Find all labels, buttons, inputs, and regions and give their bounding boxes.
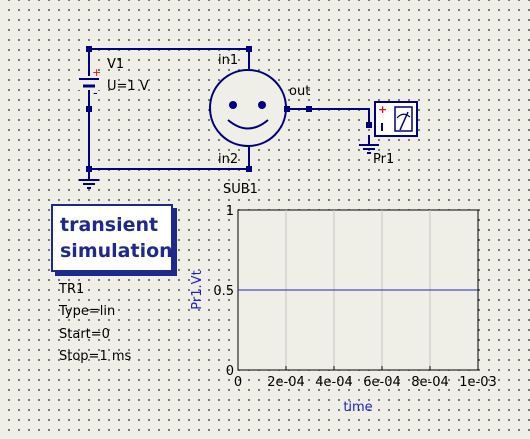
simulation-start-label: Start=0 — [59, 327, 110, 342]
chart-y-axis-label: Pr1.Vt — [190, 270, 205, 309]
y-tick-label: 1 — [226, 204, 234, 219]
voltage-probe-pr1[interactable]: + — [374, 101, 418, 137]
simulation-title-line1: transient — [60, 214, 159, 236]
subcircuit-name-label: SUB1 — [223, 182, 258, 197]
wire-out — [287, 108, 370, 125]
right-eye-icon — [258, 101, 266, 109]
chart-x-axis-label: time — [343, 400, 372, 415]
voltage-source-v1[interactable]: + - — [75, 66, 103, 101]
source-plus-sign: + — [92, 66, 101, 79]
x-tick-label: 1e-03 — [459, 375, 497, 390]
wire-nodes — [86, 46, 372, 172]
port-out-label: out — [289, 84, 311, 99]
x-tick-label: 0 — [234, 375, 242, 390]
chart-ticks: 0 2e-04 4e-04 6e-04 8e-04 1e-03 0 0.5 1 — [213, 204, 496, 390]
y-tick-label: 0 — [226, 364, 234, 379]
transient-simulation-block[interactable]: transient simulation — [51, 204, 173, 272]
x-tick-label: 8e-04 — [411, 375, 449, 390]
simulation-title-line2: simulation — [60, 240, 173, 262]
x-tick-label: 2e-04 — [267, 375, 305, 390]
left-eye-icon — [229, 101, 237, 109]
x-tick-label: 6e-04 — [363, 375, 401, 390]
transient-chart[interactable]: 0 2e-04 4e-04 6e-04 8e-04 1e-03 0 0.5 1 time Pr1… — [190, 204, 497, 415]
source-minus-sign: - — [93, 86, 98, 101]
source-name-label: V1 — [107, 57, 125, 72]
x-tick-label: 4e-04 — [315, 375, 353, 390]
probe-plus-sign: + — [378, 103, 387, 116]
simulation-stop-label: Stop=1 ms — [59, 349, 132, 364]
source-value-label: U=1 V — [107, 79, 149, 94]
port-in2-label: in2 — [218, 152, 239, 167]
smile-icon — [227, 119, 269, 130]
port-in1-label: in1 — [218, 53, 239, 68]
probe-ground-symbol — [359, 135, 379, 154]
simulation-type-label: Type=lin — [59, 304, 116, 319]
probe-name-label: Pr1 — [373, 152, 395, 167]
y-tick-label: 0.5 — [213, 284, 234, 299]
simulation-name-label: TR1 — [59, 282, 85, 297]
